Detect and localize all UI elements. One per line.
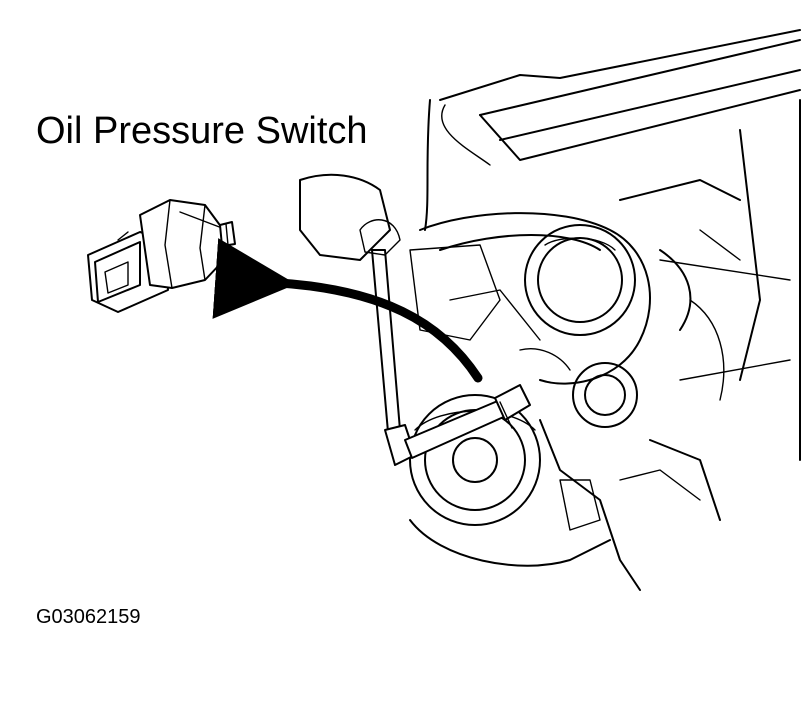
diagram-title: Oil Pressure Switch bbox=[36, 110, 368, 152]
oil-pressure-switch-icon bbox=[87, 199, 236, 313]
wrench-extension-icon bbox=[359, 219, 531, 466]
direction-arrow-icon bbox=[212, 238, 483, 383]
figure-code: G03062159 bbox=[36, 606, 141, 628]
engine-block-icon bbox=[299, 29, 801, 591]
